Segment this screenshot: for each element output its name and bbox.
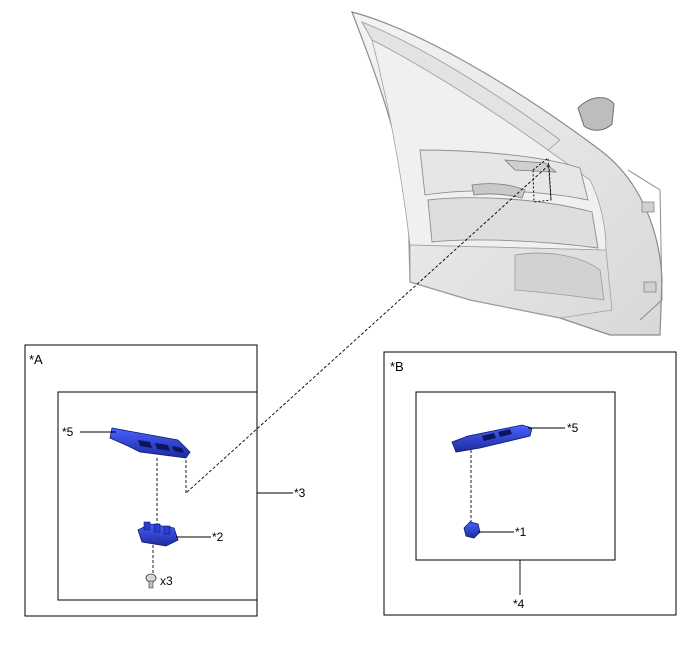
panel-a-frame — [24, 344, 258, 617]
door-lower-panel — [409, 244, 613, 319]
panel-a: *A *3 *5 *2 x3 — [24, 344, 306, 617]
door-speaker-grille — [514, 252, 605, 301]
door-upper-trim — [371, 39, 607, 251]
callout-2-label: *2 — [212, 530, 224, 544]
door-handle — [471, 183, 526, 199]
door-hinge-lower — [643, 281, 657, 293]
callout-5b-label: *5 — [567, 421, 579, 435]
switch-bezel-part-b — [451, 424, 533, 453]
door-armrest — [419, 149, 589, 201]
door-illustration — [351, 11, 663, 336]
door-marker-side — [548, 164, 552, 201]
panel-b: *B *5 *1 *4 — [383, 351, 677, 616]
door-mirror — [577, 97, 615, 131]
door-to-panel-a-leader — [185, 164, 550, 494]
panel-a-label: *A — [29, 352, 43, 367]
panel-a-inner-frame — [57, 391, 258, 601]
panel-b-frame — [383, 351, 677, 616]
door-hinge-edge — [627, 169, 663, 321]
small-switch-part — [463, 521, 481, 539]
panel-b-label: *B — [390, 359, 404, 374]
callout-4-label: *4 — [513, 597, 525, 611]
door-hinge-upper — [641, 201, 655, 213]
panel-b-inner-frame — [415, 391, 616, 561]
callout-3-label: *3 — [294, 486, 306, 500]
screw-icon — [145, 573, 157, 589]
door-location-marker — [532, 157, 552, 203]
window-switch-part — [137, 521, 179, 547]
callout-1-label: *1 — [515, 525, 527, 539]
switch-bezel-part-a — [109, 427, 191, 459]
door-switch-bezel — [503, 159, 558, 173]
screw-quantity: x3 — [160, 574, 173, 588]
callout-5a-label: *5 — [62, 425, 74, 439]
